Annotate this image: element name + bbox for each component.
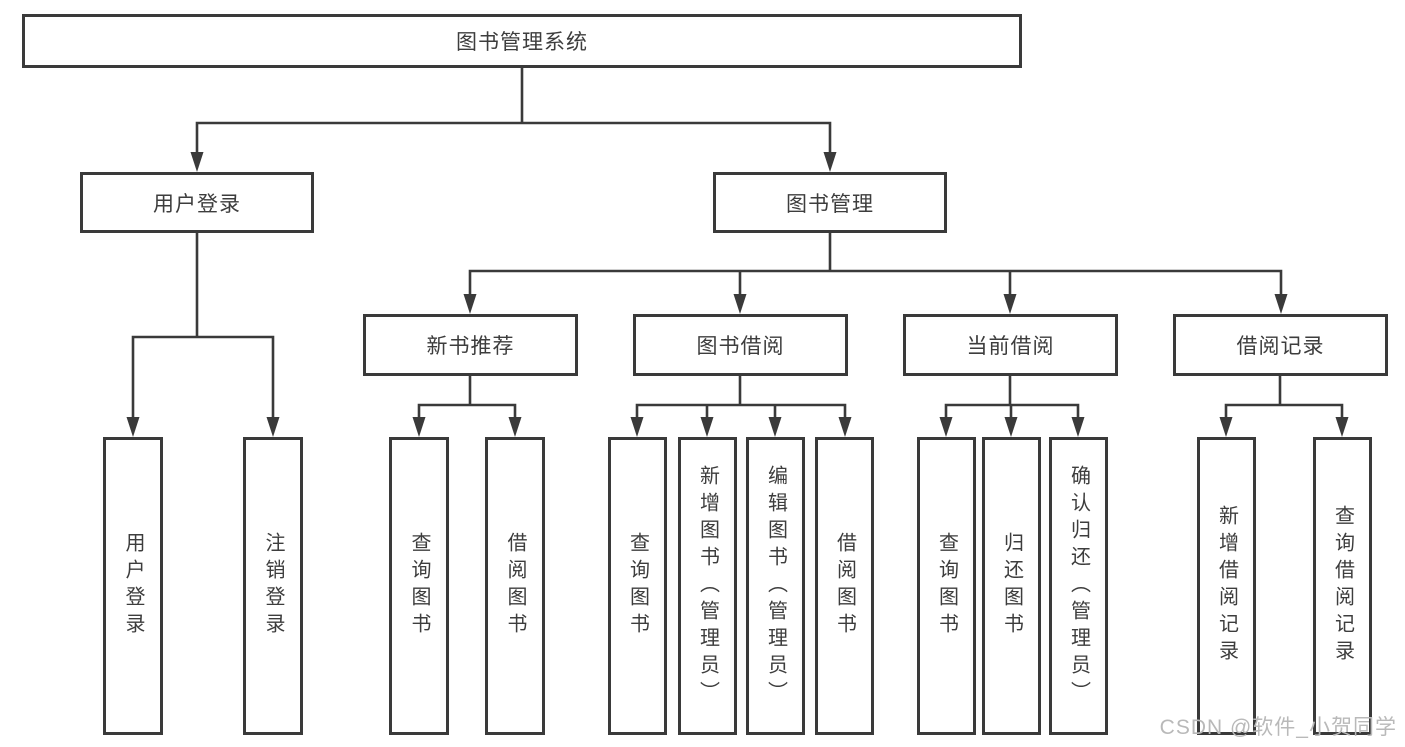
leaf-logout: 注销登录 xyxy=(243,437,303,735)
leaf-return-books-label: 归还图书 xyxy=(1000,532,1023,640)
leaf-query-borrow-record: 查询借阅记录 xyxy=(1313,437,1372,735)
leaf-edit-book-admin: 编辑图书（管理员） xyxy=(746,437,805,735)
node-book-borrowing: 图书借阅 xyxy=(633,314,848,376)
node-borrowing-records-label: 借阅记录 xyxy=(1236,335,1325,358)
node-library-system-label: 图书管理系统 xyxy=(456,31,588,54)
leaf-borrow-books-borrow-label: 借阅图书 xyxy=(833,532,856,640)
node-user-login-label: 用户登录 xyxy=(153,192,241,216)
leaf-add-borrow-record-label: 新增借阅记录 xyxy=(1215,505,1238,667)
connector-bookborrow-branch xyxy=(635,376,847,426)
leaf-return-books: 归还图书 xyxy=(982,437,1041,735)
node-new-book-recommendation-label: 新书推荐 xyxy=(426,335,515,358)
leaf-user-login-label: 用户登录 xyxy=(122,532,144,640)
node-current-borrowing: 当前借阅 xyxy=(903,314,1118,376)
node-new-book-recommendation: 新书推荐 xyxy=(363,314,578,376)
leaf-query-borrow-record-label: 查询借阅记录 xyxy=(1331,505,1354,667)
node-library-system: 图书管理系统 xyxy=(22,14,1022,68)
leaf-query-books-recommend: 查询图书 xyxy=(389,437,449,735)
node-current-borrowing-label: 当前借阅 xyxy=(966,335,1055,358)
leaf-query-books-current-label: 查询图书 xyxy=(935,532,958,640)
node-book-management: 图书管理 xyxy=(713,172,947,233)
leaf-edit-book-admin-label: 编辑图书（管理员） xyxy=(764,464,787,708)
node-user-login: 用户登录 xyxy=(80,172,314,233)
leaf-query-books-borrow-label: 查询图书 xyxy=(626,532,649,640)
leaf-logout-label: 注销登录 xyxy=(262,532,284,640)
connector-root-to-level2 xyxy=(195,68,832,160)
leaf-query-books-recommend-label: 查询图书 xyxy=(408,532,430,640)
connector-bookmgmt-branch xyxy=(468,233,1283,302)
node-book-management-label: 图书管理 xyxy=(786,192,874,216)
leaf-confirm-return-admin-label: 确认归还（管理员） xyxy=(1067,464,1090,708)
leaf-borrow-books-recommend-label: 借阅图书 xyxy=(504,532,526,640)
connector-records-branch xyxy=(1224,376,1344,426)
leaf-borrow-books-borrow: 借阅图书 xyxy=(815,437,874,735)
watermark: CSDN @软件_小贺同学 xyxy=(1159,716,1397,739)
leaf-query-books-current: 查询图书 xyxy=(917,437,976,735)
leaf-query-books-borrow: 查询图书 xyxy=(608,437,667,735)
connector-userlogin-branch xyxy=(131,233,275,426)
leaf-confirm-return-admin: 确认归还（管理员） xyxy=(1049,437,1108,735)
leaf-user-login: 用户登录 xyxy=(103,437,163,735)
leaf-add-book-admin-label: 新增图书（管理员） xyxy=(696,464,719,708)
leaf-borrow-books-recommend: 借阅图书 xyxy=(485,437,545,735)
node-book-borrowing-label: 图书借阅 xyxy=(696,335,785,358)
leaf-add-borrow-record: 新增借阅记录 xyxy=(1197,437,1256,735)
node-borrowing-records: 借阅记录 xyxy=(1173,314,1388,376)
connector-currentborrow-branch xyxy=(944,376,1080,426)
leaf-add-book-admin: 新增图书（管理员） xyxy=(678,437,737,735)
connector-newbook-branch xyxy=(417,376,517,426)
